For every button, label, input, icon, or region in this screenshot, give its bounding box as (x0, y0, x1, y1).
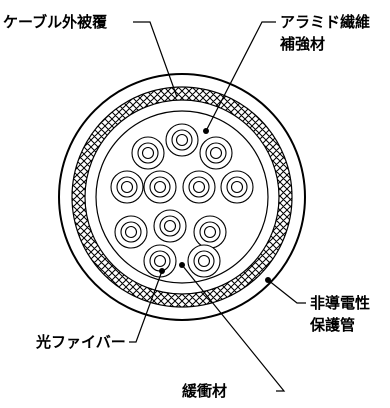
leader-buffer (181, 264, 286, 392)
optical-fiber-ring (141, 146, 155, 160)
leader-dot-conduit (265, 277, 271, 283)
label-aramid-line2: 補強材 (279, 35, 325, 53)
optical-fiber-ring (153, 254, 167, 268)
optical-fiber-ring (120, 180, 134, 194)
leader-dot-optical-fiber (159, 268, 165, 274)
label-conduit-line1: 非導電性 (310, 294, 370, 312)
optical-fiber-ring (153, 180, 167, 194)
leader-optical-fiber (129, 270, 163, 343)
optical-fiber-ring (230, 180, 244, 194)
label-optical-fiber: 光ファイバー (35, 333, 126, 351)
label-aramid-line1: アラミド繊維 (280, 13, 370, 31)
leader-aramid (205, 21, 276, 132)
label-cable-jacket: ケーブル外被覆 (3, 13, 108, 31)
leader-dot-buffer (179, 262, 185, 268)
optical-fiber-ring (209, 146, 223, 160)
optical-fiber-ring (163, 219, 177, 233)
label-conduit-line2: 保護管 (309, 316, 355, 334)
cable-cross-section (58, 73, 306, 321)
optical-fiber-ring (175, 133, 189, 147)
leader-cable-jacket (133, 21, 178, 98)
label-buffer: 緩衝材 (182, 382, 227, 400)
optical-fiber-ring (124, 225, 138, 239)
optical-fiber-ring (203, 225, 217, 239)
leader-conduit (267, 279, 306, 304)
optical-fiber-group (110, 123, 254, 278)
optical-fiber-ring (192, 180, 206, 194)
leader-dot-aramid (203, 128, 209, 134)
leader-lines (129, 21, 306, 392)
optical-fiber-ring (197, 254, 211, 268)
